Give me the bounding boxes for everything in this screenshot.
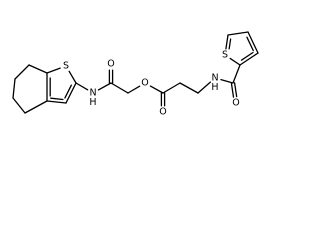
bond-a3-a4 [225, 34, 229, 50]
atom-o-a16: O [107, 59, 114, 70]
atom-label: O [159, 107, 166, 118]
atom-label: O [141, 78, 148, 89]
bond-a11-a13 [149, 85, 164, 94]
bond-a6-a8 [220, 79, 234, 84]
bond-a1-a2 [247, 31, 259, 54]
bond-a13-a14 [127, 85, 141, 94]
bond-a2-a3 [227, 31, 249, 36]
bond-a24-a25 [24, 100, 48, 114]
bond-a19-a20 [46, 67, 61, 74]
bond-a21-a22 [14, 64, 30, 80]
bond-a25-a26-inner [50, 97, 64, 101]
atom-label: S [222, 50, 228, 61]
atom-hydrogen-label: H [211, 82, 218, 93]
bond-a22-a23 [12, 78, 16, 99]
bond-a5-a6 [232, 64, 241, 84]
bonds-layer [12, 31, 259, 114]
bond-a8-a9 [197, 81, 212, 94]
atom-label: O [232, 98, 239, 109]
atom-n-a8: NH [211, 73, 218, 94]
bond-a3-a4-inner [228, 38, 232, 50]
bond-a10-a11 [162, 82, 181, 94]
atom-label: S [63, 61, 69, 72]
bond-a4-a5 [229, 57, 241, 66]
bond-a18-a19 [68, 70, 77, 84]
bond-a1-a2-inner [246, 36, 254, 52]
bond-a26-a18-inner [64, 84, 72, 99]
bond-a5-a1-inner [240, 51, 254, 61]
bond-a20-a21 [28, 64, 48, 74]
bond-a6-a7-b [233, 82, 238, 98]
bond-a6-a7-a [230, 82, 235, 98]
bond-a5-a1 [239, 52, 259, 66]
atom-s-a19: S [63, 61, 69, 72]
atom-label: N [211, 73, 218, 84]
bond-a25-a26 [46, 100, 67, 104]
bond-a23-a24 [12, 97, 26, 114]
atom-label: N [89, 88, 96, 99]
atom-o-a12: O [159, 107, 166, 118]
atom-hydrogen-label: H [89, 97, 96, 108]
atom-n-a17: NH [89, 88, 96, 109]
atom-s-a4: S [222, 50, 228, 61]
bond-a17-a18 [75, 82, 89, 91]
atom-o-a13: O [141, 78, 148, 89]
bond-a15-a17 [97, 82, 112, 91]
bond-a26-a18 [65, 82, 77, 104]
bond-a14-a15 [110, 82, 129, 94]
bond-a9-a10 [179, 82, 199, 94]
atom-o-a7: O [232, 98, 239, 109]
atom-label: O [107, 59, 114, 70]
